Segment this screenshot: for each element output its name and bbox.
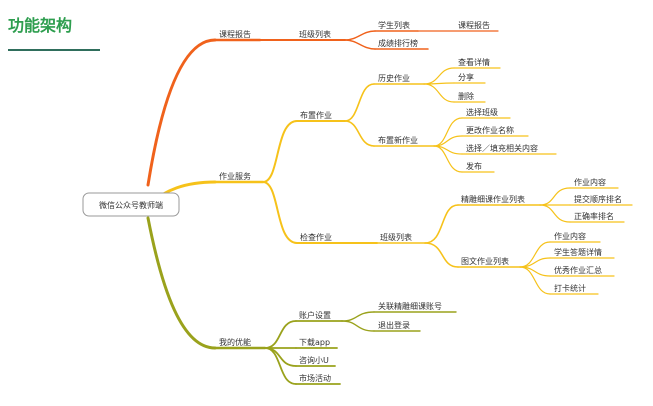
edge-f3 — [539, 204, 571, 223]
edge-p1 — [519, 241, 551, 268]
node-check-class: 班级列表 — [380, 232, 412, 242]
page-title: 功能架构 — [8, 16, 73, 35]
node-consult: 咨询小U — [299, 355, 329, 365]
node-history: 历史作业 — [378, 73, 410, 83]
root-label: 微信公众号教师端 — [99, 200, 163, 210]
edge-ranking — [344, 39, 376, 50]
edge-consult — [264, 347, 297, 367]
node-activity: 市场活动 — [299, 373, 331, 383]
node-account: 账户设置 — [299, 310, 331, 320]
node-fine-item: 作业内容 — [574, 177, 606, 187]
edge-assign — [262, 120, 298, 183]
node-homework: 作业服务 — [219, 171, 251, 181]
node-picture-item: 优秀作业汇总 — [554, 265, 602, 275]
edge-h1 — [423, 67, 455, 85]
edge-history — [344, 83, 375, 122]
node-check: 检查作业 — [300, 232, 332, 242]
edge-picture — [424, 242, 459, 268]
node-history-item: 查看详情 — [458, 57, 490, 67]
node-new-item: 选择班级 — [466, 107, 498, 117]
node-new-item: 发布 — [466, 161, 482, 171]
node-course-report: 课程报告 — [219, 29, 251, 39]
node-assign: 布置作业 — [300, 110, 332, 120]
edge-check — [262, 181, 298, 244]
node-ranking: 成绩排行榜 — [378, 38, 418, 48]
node-picture: 图文作业列表 — [461, 256, 509, 266]
node-new: 布置新作业 — [378, 135, 418, 145]
node-fine: 精雕细课作业列表 — [461, 194, 525, 204]
edge-fine — [424, 204, 459, 244]
node-mine: 我的优能 — [219, 337, 251, 347]
node-picture-item: 作业内容 — [554, 231, 586, 241]
node-fine-item: 提交顺序排名 — [574, 194, 622, 204]
node-history-item: 分享 — [458, 72, 474, 82]
edge-new — [344, 120, 375, 147]
edge-h3 — [423, 83, 455, 103]
node-download: 下载app — [299, 337, 330, 347]
edge-student-list — [344, 30, 376, 41]
root-node — [82, 192, 180, 217]
node-new-item: 选择／填充相关内容 — [466, 143, 538, 153]
node-student-list: 学生列表 — [378, 20, 410, 30]
edge-n4 — [433, 145, 463, 173]
node-account-item: 关联精雕细课账号 — [378, 301, 442, 311]
edge-a1 — [341, 311, 375, 322]
edge-root-course-report — [146, 38, 217, 187]
edge-activity — [264, 347, 297, 385]
title-underline — [8, 49, 100, 51]
node-history-item: 删除 — [458, 91, 474, 101]
node-course-report-leaf: 课程报告 — [458, 20, 490, 30]
edge-a2 — [341, 320, 375, 332]
edge-n1 — [433, 117, 463, 147]
node-fine-item: 正确率排名 — [574, 211, 614, 221]
node-picture-item: 学生答题详情 — [554, 247, 602, 257]
edge-root-mine — [146, 216, 217, 350]
node-account-item: 退出登录 — [378, 320, 410, 330]
node-class-list: 班级列表 — [299, 29, 331, 39]
node-new-item: 更改作业名称 — [466, 125, 514, 135]
edge-p4 — [519, 266, 551, 295]
node-picture-item: 打卡统计 — [554, 283, 586, 293]
edge-account — [264, 320, 297, 349]
edge-f1 — [539, 187, 571, 206]
